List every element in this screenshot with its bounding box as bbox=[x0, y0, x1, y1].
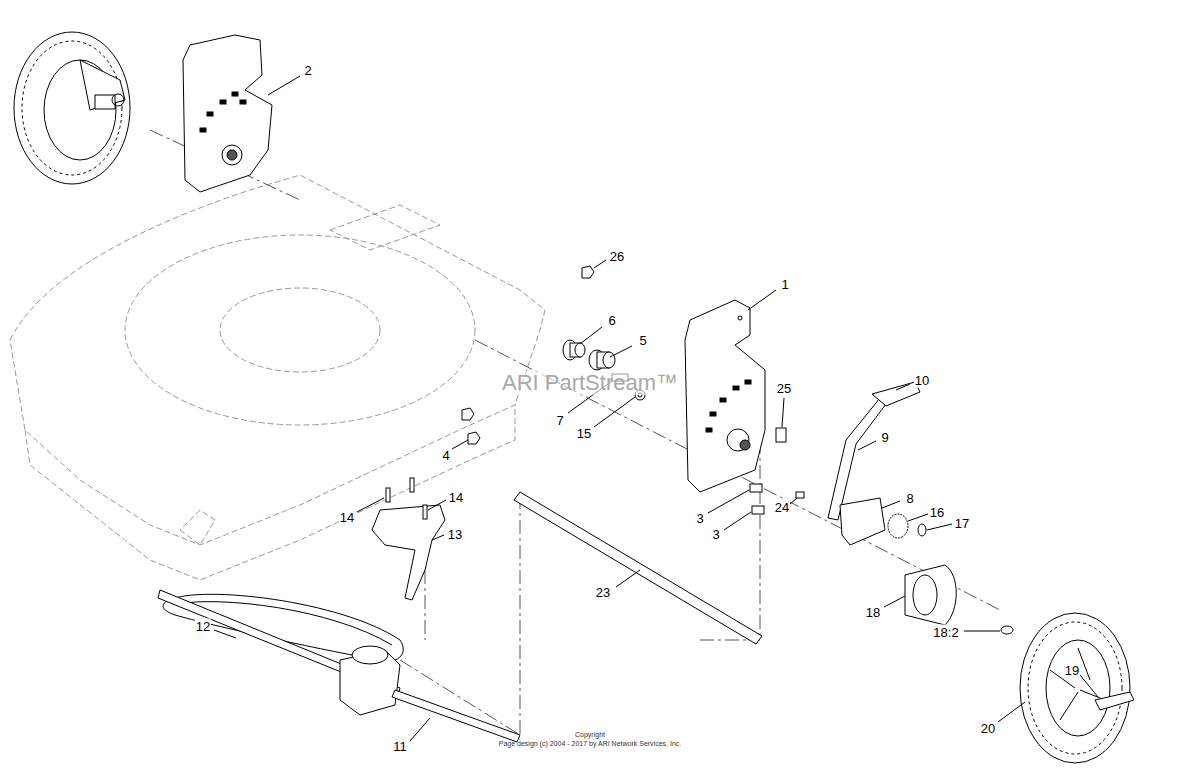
callout-number: 4 bbox=[441, 448, 450, 463]
callout-number: 8 bbox=[905, 491, 914, 506]
callout-number: 11 bbox=[392, 739, 408, 754]
callout-number: 13 bbox=[447, 527, 463, 542]
callout-number: 6 bbox=[607, 313, 616, 328]
callout-number: 12 bbox=[195, 619, 211, 634]
axle bbox=[514, 492, 762, 644]
wheel bbox=[1020, 613, 1134, 763]
nut bbox=[582, 266, 594, 278]
callout-number: 14 bbox=[339, 510, 355, 525]
pinion-gear bbox=[888, 514, 926, 538]
callout-number: 17 bbox=[954, 516, 970, 531]
callout-number: 1 bbox=[780, 277, 789, 292]
height-plate bbox=[685, 300, 765, 492]
copyright-note: Copyright bbox=[574, 731, 606, 739]
transmission bbox=[158, 590, 520, 742]
callout-number: 2 bbox=[303, 63, 312, 78]
callout-number: 3 bbox=[695, 511, 704, 526]
callout-number: 18:2 bbox=[932, 625, 959, 640]
callout-number: 9 bbox=[880, 430, 889, 445]
callout-number: 7 bbox=[555, 413, 564, 428]
callout-number: 3 bbox=[711, 527, 720, 542]
alignment-line bbox=[150, 130, 1000, 735]
bracket bbox=[840, 498, 885, 545]
belt-guard bbox=[372, 478, 445, 600]
height-plate bbox=[183, 35, 272, 192]
bolt bbox=[750, 428, 804, 514]
callout-number: 15 bbox=[576, 426, 592, 441]
leader-line bbox=[214, 76, 1098, 741]
callout-number: 26 bbox=[609, 249, 625, 264]
callout-number: 23 bbox=[595, 585, 611, 600]
callout-number: 20 bbox=[980, 721, 996, 736]
mower-deck bbox=[10, 175, 545, 580]
callout-number: 18 bbox=[865, 605, 881, 620]
callout-number: 19 bbox=[1064, 663, 1080, 678]
wheel bbox=[14, 32, 130, 184]
callout-number: 24 bbox=[774, 500, 790, 515]
callout-number: 14 bbox=[448, 490, 464, 505]
watermark: ARI PartStream™ bbox=[501, 371, 679, 395]
callout-number: 16 bbox=[929, 505, 945, 520]
copyright-note: Page design (c) 2004 - 2017 by ARI Netwo… bbox=[498, 740, 682, 748]
nut bbox=[462, 408, 480, 444]
callout-number: 25 bbox=[776, 381, 792, 396]
callout-number: 5 bbox=[638, 333, 647, 348]
callout-number: 10 bbox=[914, 373, 930, 388]
